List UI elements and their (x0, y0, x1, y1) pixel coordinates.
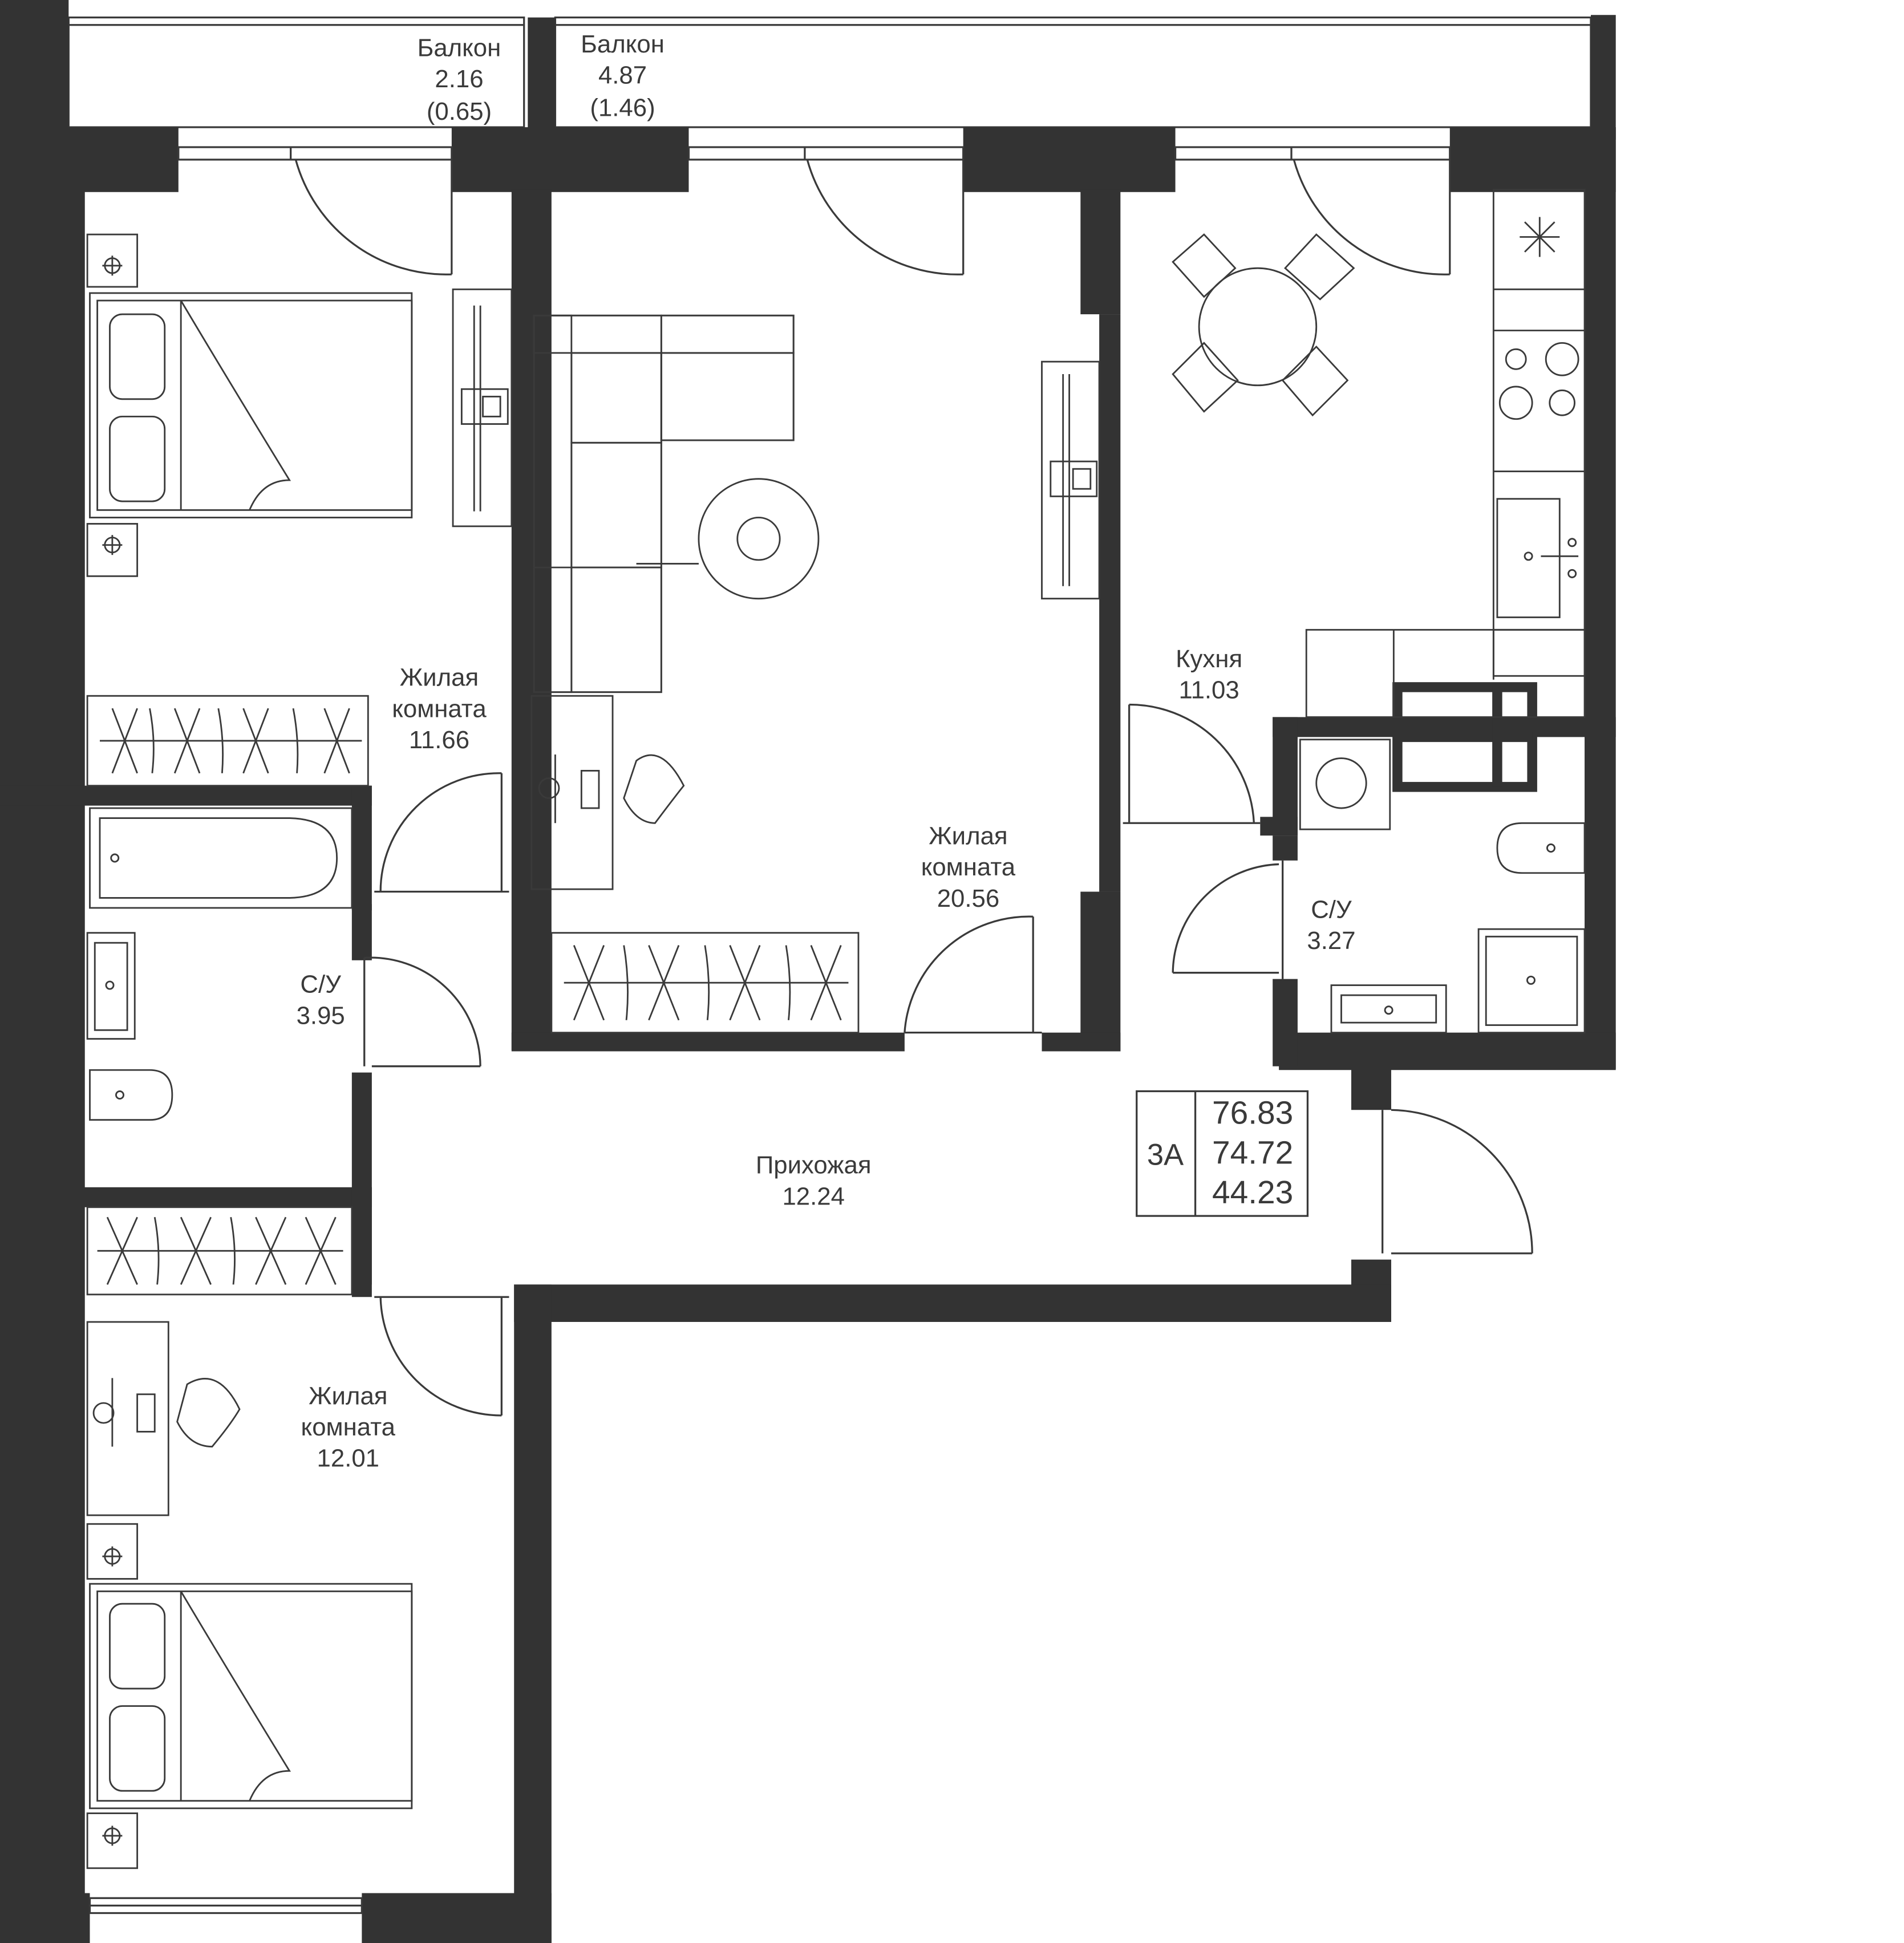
furniture (86, 188, 1586, 1869)
bath-2-name: С/У (1311, 895, 1352, 923)
hood-icon (1520, 217, 1560, 257)
wardrobe-icon (86, 1206, 353, 1296)
balcony-1-reduced: (0.65) (427, 98, 492, 125)
bedroom-1-name-1: Жилая (400, 664, 479, 692)
walls (0, 0, 1616, 1943)
kitchen-counter-icon (1305, 188, 1586, 718)
balcony-2-name: Балкон (581, 30, 665, 58)
bedroom-1-area: 11.66 (409, 726, 469, 754)
apartment-type: 3А (1147, 1138, 1184, 1171)
sink-icon (86, 932, 136, 1040)
balcony-1-area: 2.16 (435, 65, 483, 93)
hall-name: Прихожая (756, 1151, 872, 1179)
sofa-icon (533, 314, 795, 693)
hall-area: 12.24 (782, 1182, 844, 1210)
tv-icon (452, 288, 513, 528)
balcony-right (554, 16, 1592, 128)
bathtub-icon (89, 807, 353, 909)
tv-icon (1041, 360, 1100, 600)
toilet-icon (1496, 822, 1586, 874)
wardrobe-icon (550, 932, 860, 1034)
dining-table-icon (1172, 233, 1355, 417)
living-area: 20.56 (937, 885, 999, 912)
vent-shafts (1392, 682, 1537, 792)
bedroom-2-name-2: комната (301, 1413, 396, 1441)
bed-icon (86, 233, 413, 577)
bedroom-1-name-2: комната (392, 695, 487, 723)
kitchen-area: 11.03 (1178, 676, 1239, 704)
bath-1-area: 3.95 (297, 1001, 345, 1029)
area-without-balcony: 74.72 (1212, 1135, 1293, 1171)
balcony-2-area: 4.87 (598, 62, 647, 90)
room-labels: Балкон 2.16 (0.65) Балкон 4.87 (1.46) Жи… (297, 30, 1356, 1473)
doors (294, 159, 1533, 1417)
bedroom-2-area: 12.01 (317, 1445, 379, 1473)
total-area: 76.83 (1212, 1095, 1293, 1131)
coffee-table-icon (636, 478, 820, 600)
desk-icon (530, 695, 685, 890)
balconies (67, 16, 1592, 128)
living-name-2: комната (921, 853, 1016, 881)
bath-2-area: 3.27 (1307, 927, 1355, 955)
living-area: 44.23 (1212, 1175, 1293, 1211)
balcony-2-reduced: (1.46) (590, 94, 655, 121)
kitchen-name: Кухня (1176, 645, 1242, 673)
wardrobe-icon (86, 695, 369, 787)
bath-1-name: С/У (300, 971, 341, 999)
washing-machine-icon (1299, 739, 1391, 830)
bed-icon (86, 1523, 413, 1869)
living-name-1: Жилая (929, 822, 1007, 850)
windows (88, 146, 1451, 1914)
sink-icon (1330, 984, 1447, 1034)
apartment-summary: 3А 76.83 74.72 44.23 (1136, 1090, 1309, 1217)
sink-icon (1496, 498, 1579, 618)
stove-icon (1498, 342, 1579, 420)
shower-icon (1477, 928, 1586, 1034)
balcony-1-name: Балкон (418, 34, 501, 62)
toilet-icon (89, 1069, 173, 1121)
bedroom-2-name-1: Жилая (309, 1382, 387, 1410)
desk-icon (86, 1321, 241, 1516)
